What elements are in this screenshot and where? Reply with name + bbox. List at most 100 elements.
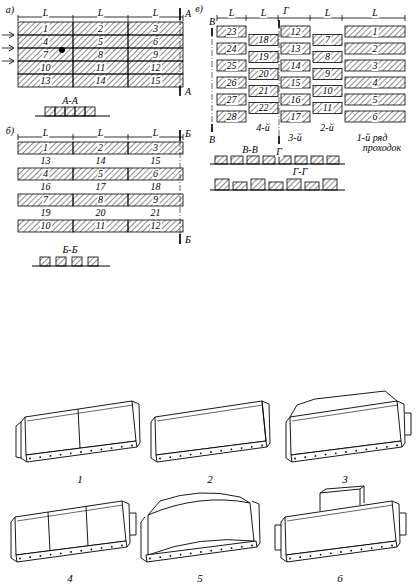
- section-line: [212, 28, 213, 132]
- label: 6: [336, 573, 344, 584]
- section-mark: [179, 130, 181, 141]
- excavation-cell: [73, 61, 128, 74]
- section-line: [279, 20, 280, 144]
- label: L: [42, 8, 50, 18]
- excavation-cell: [217, 77, 246, 88]
- dimension-tick: [342, 15, 343, 21]
- label: 15: [150, 156, 162, 166]
- excavation-cell: [249, 69, 278, 80]
- bolt: [221, 549, 223, 551]
- bolt: [386, 446, 388, 448]
- label: 19: [258, 52, 270, 62]
- bolt: [80, 550, 82, 552]
- label: 25: [226, 61, 238, 71]
- label: Б: [184, 235, 192, 245]
- blade-lip: [292, 405, 398, 421]
- bolt: [60, 552, 62, 554]
- blade-lip: [157, 405, 263, 421]
- section-cell: [311, 156, 323, 164]
- excavation-cell: [313, 35, 342, 46]
- label: 2: [97, 24, 104, 34]
- excavation-cell: [249, 52, 278, 63]
- label: 1-й ряд: [356, 133, 388, 143]
- direction-arrow: [2, 48, 13, 49]
- bolt: [294, 458, 296, 460]
- cutting-edge: [286, 541, 397, 562]
- label: Б: [184, 129, 192, 139]
- bolt: [210, 550, 212, 552]
- bolt: [80, 451, 82, 453]
- side-box: [400, 513, 406, 535]
- end-wing: [16, 422, 21, 458]
- excavation-strip: [128, 194, 183, 206]
- section-cell: [65, 107, 75, 116]
- dimension-tick: [246, 15, 247, 21]
- label: 6: [152, 37, 159, 47]
- label: 3: [152, 143, 159, 153]
- label: 4: [42, 37, 49, 47]
- bolt: [121, 446, 123, 448]
- bolt: [340, 551, 342, 553]
- ground-line: [32, 266, 110, 267]
- excavation-strip: [73, 194, 128, 206]
- end-plate: [21, 417, 27, 462]
- label: 8: [324, 52, 331, 62]
- side-plate: [392, 501, 400, 547]
- label: 14: [95, 76, 107, 86]
- excavation-cell: [128, 48, 183, 61]
- label: В-В: [241, 145, 259, 155]
- bolt: [366, 449, 368, 451]
- label: 10: [40, 221, 52, 231]
- section-cell: [56, 257, 66, 266]
- arrow-head: [9, 32, 14, 38]
- label: L: [97, 8, 105, 18]
- label: L: [152, 8, 160, 18]
- label: 15: [150, 76, 162, 86]
- label: 20: [258, 69, 270, 79]
- side-plate: [397, 401, 405, 447]
- bolt: [159, 458, 161, 460]
- bolt: [261, 445, 263, 447]
- section-cell: [295, 156, 307, 164]
- section-cell: [231, 156, 243, 164]
- excavation-cell: [281, 111, 310, 122]
- excavation-cell: [345, 111, 405, 122]
- end-plate: [11, 517, 17, 562]
- cutting-edge: [26, 441, 137, 462]
- section-cell: [279, 156, 291, 164]
- label: 9: [152, 50, 159, 60]
- label: 5: [97, 37, 104, 47]
- section-cell: [88, 257, 98, 266]
- label: 7: [42, 50, 49, 60]
- bolt: [325, 454, 327, 456]
- label: L: [260, 8, 268, 18]
- label: 1: [42, 24, 49, 34]
- bolt: [315, 455, 317, 457]
- excavation-cell: [73, 35, 128, 48]
- label: 1: [372, 27, 379, 37]
- excavation-cell: [217, 26, 246, 37]
- label: 18: [258, 35, 270, 45]
- excavation-cell: [281, 43, 310, 54]
- bolt: [180, 455, 182, 457]
- bolt: [231, 449, 233, 451]
- label: 2-й: [319, 123, 334, 133]
- label: 7: [42, 195, 49, 205]
- top-extension: [290, 391, 397, 417]
- label: 4: [66, 573, 74, 584]
- label: 12: [150, 63, 162, 73]
- label: а): [5, 5, 15, 15]
- label: 5: [196, 573, 204, 584]
- bolt: [350, 550, 352, 552]
- bolt: [200, 551, 202, 553]
- bulldozer-blade: [275, 486, 406, 562]
- bolt: [50, 554, 52, 556]
- label: 16: [290, 95, 302, 105]
- excavation-cell: [281, 77, 310, 88]
- push-cushion: [320, 486, 364, 511]
- dimension-tick: [18, 134, 19, 140]
- section-cell: [72, 257, 82, 266]
- section-mark: [278, 136, 280, 144]
- bolt: [335, 452, 337, 454]
- bolt: [396, 445, 398, 447]
